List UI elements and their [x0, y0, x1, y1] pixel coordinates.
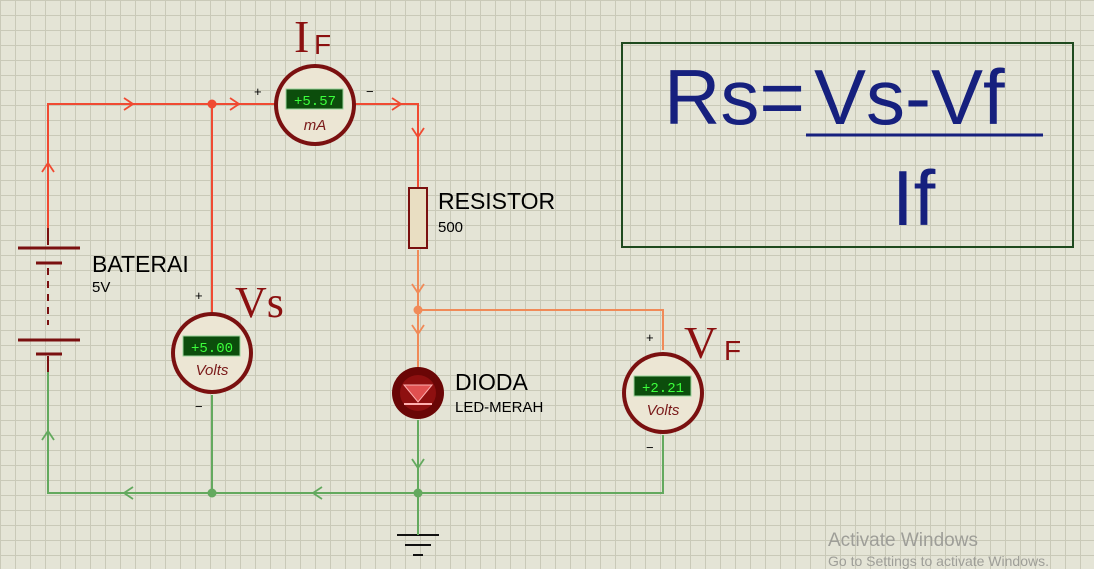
vs-minus: −: [195, 399, 203, 414]
formula-numerator: Vs-Vf: [814, 53, 1005, 141]
orange-wires: [417, 250, 664, 368]
battery-name: BATERAI: [92, 251, 189, 277]
vf-label-main: V: [684, 317, 717, 368]
voltmeter-vf[interactable]: +2.21 Volts: [622, 352, 704, 434]
vs-plus: +: [195, 288, 203, 303]
vs-label: Vs: [235, 278, 284, 327]
ammeter-plus: +: [254, 84, 262, 99]
diode-value: LED-MERAH: [455, 399, 543, 416]
diode-name: DIODA: [455, 369, 529, 395]
formula-lhs: Rs=: [664, 53, 805, 141]
battery-symbol[interactable]: [18, 228, 80, 372]
if-label-main: I: [294, 11, 309, 62]
ammeter[interactable]: +5.57 mA: [274, 64, 356, 146]
ground-symbol: [397, 527, 439, 556]
resistor-name: RESISTOR: [438, 188, 555, 214]
green-direction-arrows: [41, 429, 425, 500]
resistor-symbol[interactable]: [408, 187, 428, 249]
battery-value: 5V: [92, 279, 110, 296]
ammeter-reading: +5.57: [294, 94, 336, 110]
vf-plus: +: [646, 330, 654, 345]
if-label-sub: F: [314, 29, 331, 60]
vf-reading: +2.21: [642, 381, 684, 397]
junction-bottom-left: [207, 488, 217, 498]
led-diode-symbol[interactable]: [392, 367, 444, 419]
ammeter-minus: −: [366, 84, 374, 99]
vs-reading: +5.00: [191, 341, 233, 357]
vf-label-sub: F: [724, 335, 741, 366]
orange-direction-arrows: [411, 283, 425, 336]
vf-unit: Volts: [647, 402, 680, 419]
resistor-value: 500: [438, 219, 463, 236]
junction-bottom-middle: [413, 488, 423, 498]
vs-unit: Volts: [196, 362, 229, 379]
green-wires: [47, 370, 664, 527]
junction-top: [207, 99, 217, 109]
watermark-line2: Go to Settings to activate Windows.: [828, 553, 1049, 569]
voltmeter-vs[interactable]: +5.00 Volts: [171, 312, 253, 394]
vf-minus: −: [646, 440, 654, 455]
formula-denominator: If: [892, 154, 936, 242]
formula-box: Rs= Vs-Vf If: [621, 42, 1074, 248]
ammeter-unit: mA: [304, 117, 327, 134]
junction-middle: [413, 305, 423, 315]
red-direction-arrows: [41, 97, 425, 173]
red-wires: [47, 103, 419, 312]
watermark-line1: Activate Windows: [828, 530, 978, 551]
